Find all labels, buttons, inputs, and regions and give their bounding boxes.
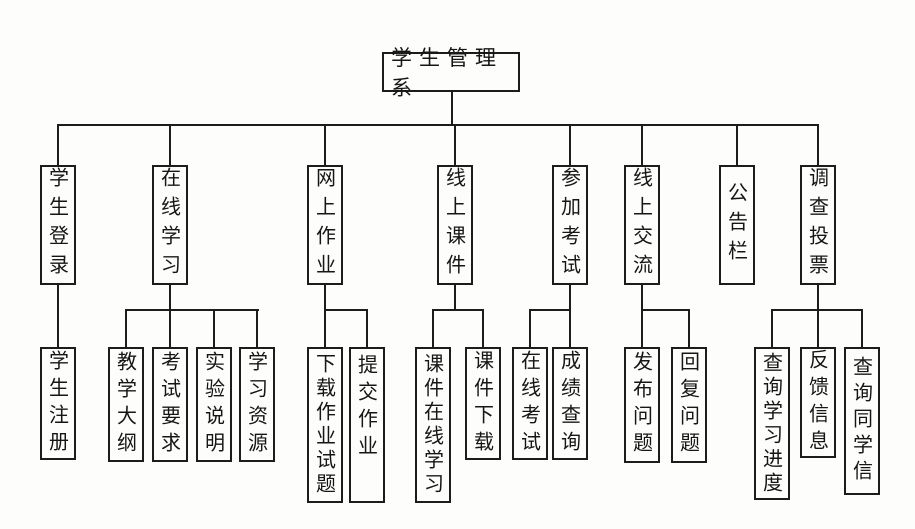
node-label: 公告栏 <box>724 181 749 269</box>
connector-drop-submit <box>366 309 368 347</box>
connector-stub-bulletin-board <box>736 125 738 165</box>
node-score-query: 成绩查询 <box>552 347 588 460</box>
node-experiment-instructions: 实验说明 <box>196 347 232 462</box>
node-submit-homework: 提交作业 <box>349 347 385 503</box>
node-label: 下载作业试题 <box>312 353 337 497</box>
node-learning-resources: 学习资源 <box>239 347 275 462</box>
node-label: 查询学习进度 <box>759 351 784 496</box>
connector-stub-student-login <box>57 125 59 165</box>
node-student-login: 学生登录 <box>40 165 76 285</box>
connector-exam-stem <box>569 285 571 347</box>
connector-homework-rail <box>324 309 368 311</box>
node-label: 参加考试 <box>557 167 582 283</box>
node-survey-vote: 调查投票 <box>800 165 836 285</box>
node-label: 教学大纲 <box>113 350 138 459</box>
node-feedback-info: 反馈信息 <box>800 347 836 458</box>
connector-drop-progress <box>771 309 773 347</box>
node-label: 线上课件 <box>442 167 467 283</box>
connector-courseware-stem <box>454 285 456 311</box>
connector-drop-classmate <box>861 309 863 347</box>
connector-stub-online-homework <box>324 125 326 165</box>
connector-comm-stem <box>641 285 643 347</box>
connector-exam-rail <box>529 309 571 311</box>
node-label: 学生登录 <box>45 167 70 283</box>
node-online-learning: 在线学习 <box>152 165 188 285</box>
connector-drop-syllabus <box>125 309 127 347</box>
node-label: 查询同学信 <box>849 356 874 486</box>
connector-drop-cw-download <box>482 309 484 347</box>
connector-drop-resources <box>256 309 258 347</box>
node-label: 线上交流 <box>629 167 654 283</box>
connector-homework-stem <box>324 285 326 347</box>
node-label: 回复问题 <box>676 351 701 459</box>
node-label: 课件下载 <box>470 349 495 458</box>
connector-drop-cw-study <box>432 309 434 347</box>
node-download-homework-questions: 下载作业试题 <box>307 347 343 503</box>
connector-courseware-rail <box>432 309 484 311</box>
node-bulletin-board: 公告栏 <box>719 165 755 285</box>
node-reply-question: 回复问题 <box>671 347 707 463</box>
node-label: 课件在线学习 <box>420 353 445 497</box>
connector-drop-online-exam <box>529 309 531 347</box>
node-take-exam: 参加考试 <box>552 165 588 285</box>
node-label: 在线考试 <box>517 349 542 458</box>
node-label: 学习资源 <box>244 350 269 459</box>
connector-stub-online-courseware <box>454 125 456 165</box>
connector-survey-stem <box>817 285 819 311</box>
node-label: 提交作业 <box>354 354 379 462</box>
node-courseware-online-study: 课件在线学习 <box>415 347 451 503</box>
connector-comm-rail <box>641 309 690 311</box>
node-label: 调查投票 <box>805 167 830 283</box>
connector-login-child <box>57 285 59 347</box>
connector-learning-rail <box>125 309 259 311</box>
node-online-homework: 网上作业 <box>307 165 343 285</box>
node-label: 反馈信息 <box>805 348 830 457</box>
node-courseware-download: 课件下载 <box>465 347 501 460</box>
node-root: 学生管理系 <box>382 46 520 100</box>
node-label: 发布问题 <box>629 351 654 459</box>
node-label: 实验说明 <box>201 350 226 459</box>
node-label: 在线学习 <box>157 167 182 283</box>
node-online-courseware: 线上课件 <box>437 165 473 285</box>
node-label: 网上作业 <box>312 167 337 283</box>
connector-stub-take-exam <box>569 125 571 165</box>
connector-bus <box>57 124 819 126</box>
connector-stub-online-learning <box>169 125 171 165</box>
connector-learning-stem <box>169 285 171 347</box>
node-label: 学生注册 <box>45 349 70 458</box>
node-teaching-syllabus: 教学大纲 <box>108 347 144 462</box>
node-label: 考试要求 <box>157 350 182 459</box>
connector-drop-experiment <box>213 309 215 347</box>
node-post-question: 发布问题 <box>624 347 660 463</box>
node-query-classmate-info: 查询同学信 <box>844 347 880 495</box>
connector-stub-survey-vote <box>817 125 819 165</box>
connector-drop-reply <box>688 309 690 347</box>
node-exam-requirements: 考试要求 <box>152 347 188 462</box>
node-online-exam: 在线考试 <box>512 347 548 460</box>
connector-drop-feedback <box>817 309 819 347</box>
node-student-register: 学生注册 <box>40 347 76 460</box>
connector-root-stem <box>451 92 453 125</box>
node-query-study-progress: 查询学习进度 <box>754 347 790 500</box>
node-online-communication: 线上交流 <box>624 165 660 285</box>
node-label: 成绩查询 <box>557 349 582 458</box>
connector-stub-online-communication <box>641 125 643 165</box>
